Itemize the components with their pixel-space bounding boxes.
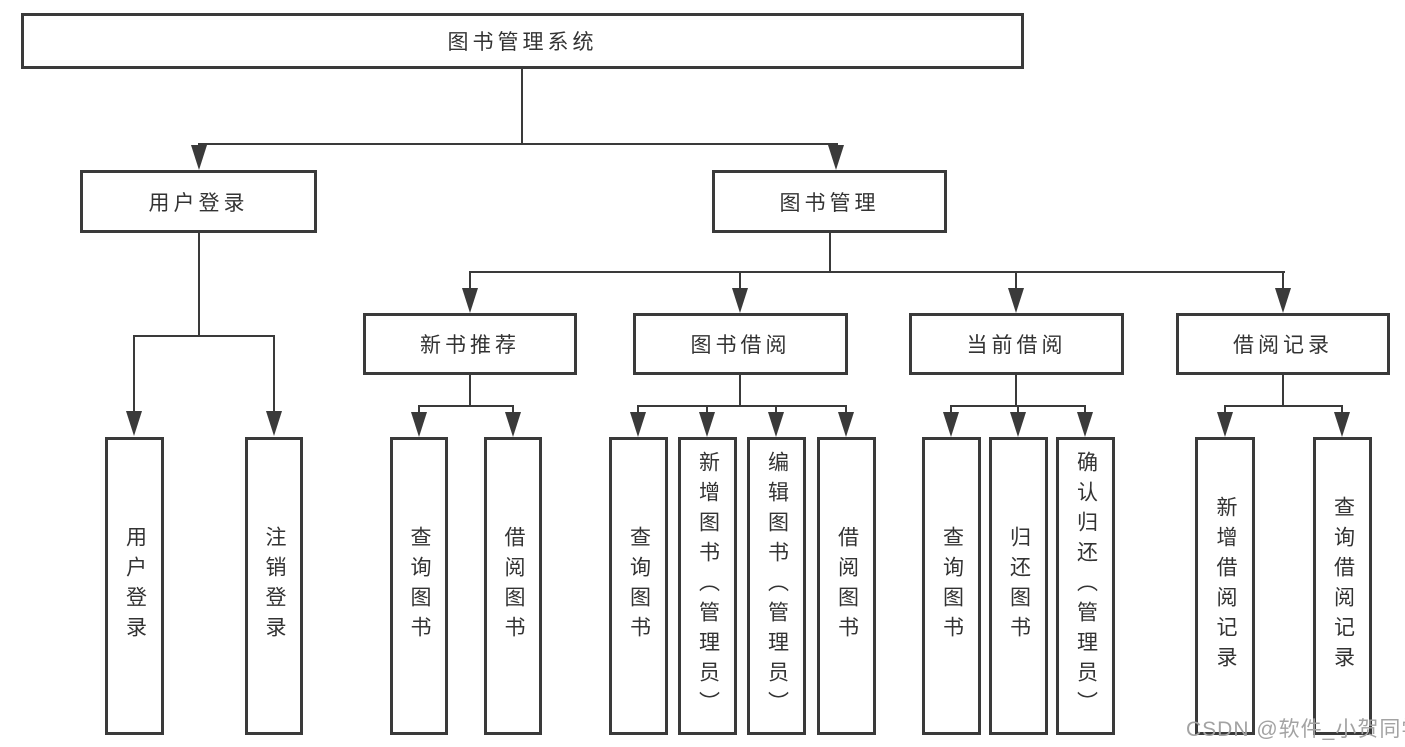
connector-line: [739, 374, 741, 407]
connector-line: [273, 335, 275, 412]
node-label: 查询图书: [940, 526, 964, 646]
connector-line: [950, 405, 952, 413]
arrowhead-down-icon: [1334, 412, 1350, 437]
connector-line: [418, 405, 514, 407]
connector-line: [1015, 271, 1017, 289]
node-edit-books-admin: 编辑图书（管理员）: [747, 437, 806, 735]
node-book-management: 图书管理: [712, 170, 947, 233]
node-label: 用户登录: [123, 526, 147, 646]
node-label: 图书借阅: [690, 334, 791, 357]
connector-line: [706, 405, 708, 413]
node-label: 注销登录: [263, 526, 286, 646]
connector-line: [512, 405, 514, 413]
node-library-management-system: 图书管理系统: [21, 13, 1024, 69]
node-query-books-current: 查询图书: [922, 437, 981, 735]
connector-line: [775, 405, 777, 413]
connector-line: [198, 232, 200, 337]
node-label: 当前借阅: [966, 334, 1067, 357]
arrowhead-down-icon: [266, 411, 282, 436]
connector-line: [521, 67, 523, 145]
connector-line: [133, 335, 135, 412]
connector-line: [469, 271, 471, 289]
node-query-books-recommend: 查询图书: [390, 437, 448, 735]
connector-line: [418, 405, 420, 413]
node-query-borrow-record: 查询借阅记录: [1313, 437, 1372, 735]
node-add-books-admin: 新增图书（管理员）: [678, 437, 737, 735]
csdn-watermark: CSDN @软件_小贺同学: [1186, 718, 1405, 741]
connector-line: [739, 271, 741, 289]
node-query-books-borrow: 查询图书: [609, 437, 668, 735]
node-borrow-books-recommend: 借阅图书: [484, 437, 542, 735]
arrowhead-down-icon: [630, 412, 646, 437]
arrowhead-down-icon: [1217, 412, 1233, 437]
connector-line: [1015, 374, 1017, 407]
node-section-current-borrow: 当前借阅: [909, 313, 1124, 375]
arrowhead-down-icon: [943, 412, 959, 437]
node-section-book-borrow: 图书借阅: [633, 313, 848, 375]
node-logout: 注销登录: [245, 437, 303, 735]
connector-line: [1224, 405, 1226, 413]
node-section-borrow-records: 借阅记录: [1176, 313, 1390, 375]
node-label: 查询图书: [408, 526, 431, 646]
connector-line: [1084, 405, 1086, 413]
node-label: 图书管理系统: [447, 31, 598, 54]
node-label: 编辑图书（管理员）: [765, 451, 789, 721]
node-section-new-book-recommend: 新书推荐: [363, 313, 577, 375]
node-label: 查询图书: [627, 526, 651, 646]
arrowhead-down-icon: [1010, 412, 1026, 437]
arrowhead-down-icon: [1275, 288, 1291, 313]
arrowhead-down-icon: [1008, 288, 1024, 313]
connector-line: [845, 405, 847, 413]
node-label: 图书管理: [779, 191, 880, 215]
connector-line: [198, 143, 838, 145]
node-add-borrow-record: 新增借阅记录: [1195, 437, 1255, 735]
node-confirm-return-admin: 确认归还（管理员）: [1056, 437, 1115, 735]
connector-line: [637, 405, 847, 407]
node-label: 确认归还（管理员）: [1074, 451, 1098, 721]
arrowhead-down-icon: [191, 145, 207, 170]
arrowhead-down-icon: [768, 412, 784, 437]
connector-line: [133, 335, 275, 337]
node-label: 用户登录: [148, 191, 249, 215]
arrowhead-down-icon: [462, 288, 478, 313]
arrowhead-down-icon: [1077, 412, 1093, 437]
connector-line: [1282, 374, 1284, 407]
node-user-login: 用户登录: [80, 170, 317, 233]
connector-line: [637, 405, 639, 413]
connector-line: [1017, 405, 1019, 413]
node-label: 新增借阅记录: [1214, 496, 1237, 676]
connector-line: [469, 271, 1285, 273]
arrowhead-down-icon: [126, 411, 142, 436]
node-label: 新增图书（管理员）: [696, 451, 720, 721]
arrowhead-down-icon: [828, 145, 844, 170]
connector-line: [1341, 405, 1343, 413]
arrowhead-down-icon: [732, 288, 748, 313]
node-label: 归还图书: [1007, 526, 1031, 646]
node-user-login-leaf: 用户登录: [105, 437, 164, 735]
arrowhead-down-icon: [411, 412, 427, 437]
connector-line: [829, 232, 831, 273]
arrowhead-down-icon: [505, 412, 521, 437]
connector-line: [469, 374, 471, 407]
arrowhead-down-icon: [838, 412, 854, 437]
node-return-books: 归还图书: [989, 437, 1048, 735]
node-label: 新书推荐: [420, 334, 520, 357]
node-label: 借阅图书: [835, 526, 859, 646]
node-borrow-books: 借阅图书: [817, 437, 876, 735]
arrowhead-down-icon: [699, 412, 715, 437]
node-label: 查询借阅记录: [1331, 496, 1355, 676]
connector-line: [1282, 271, 1284, 289]
node-label: 借阅记录: [1233, 334, 1333, 357]
connector-line: [1224, 405, 1343, 407]
node-label: 借阅图书: [502, 526, 525, 646]
